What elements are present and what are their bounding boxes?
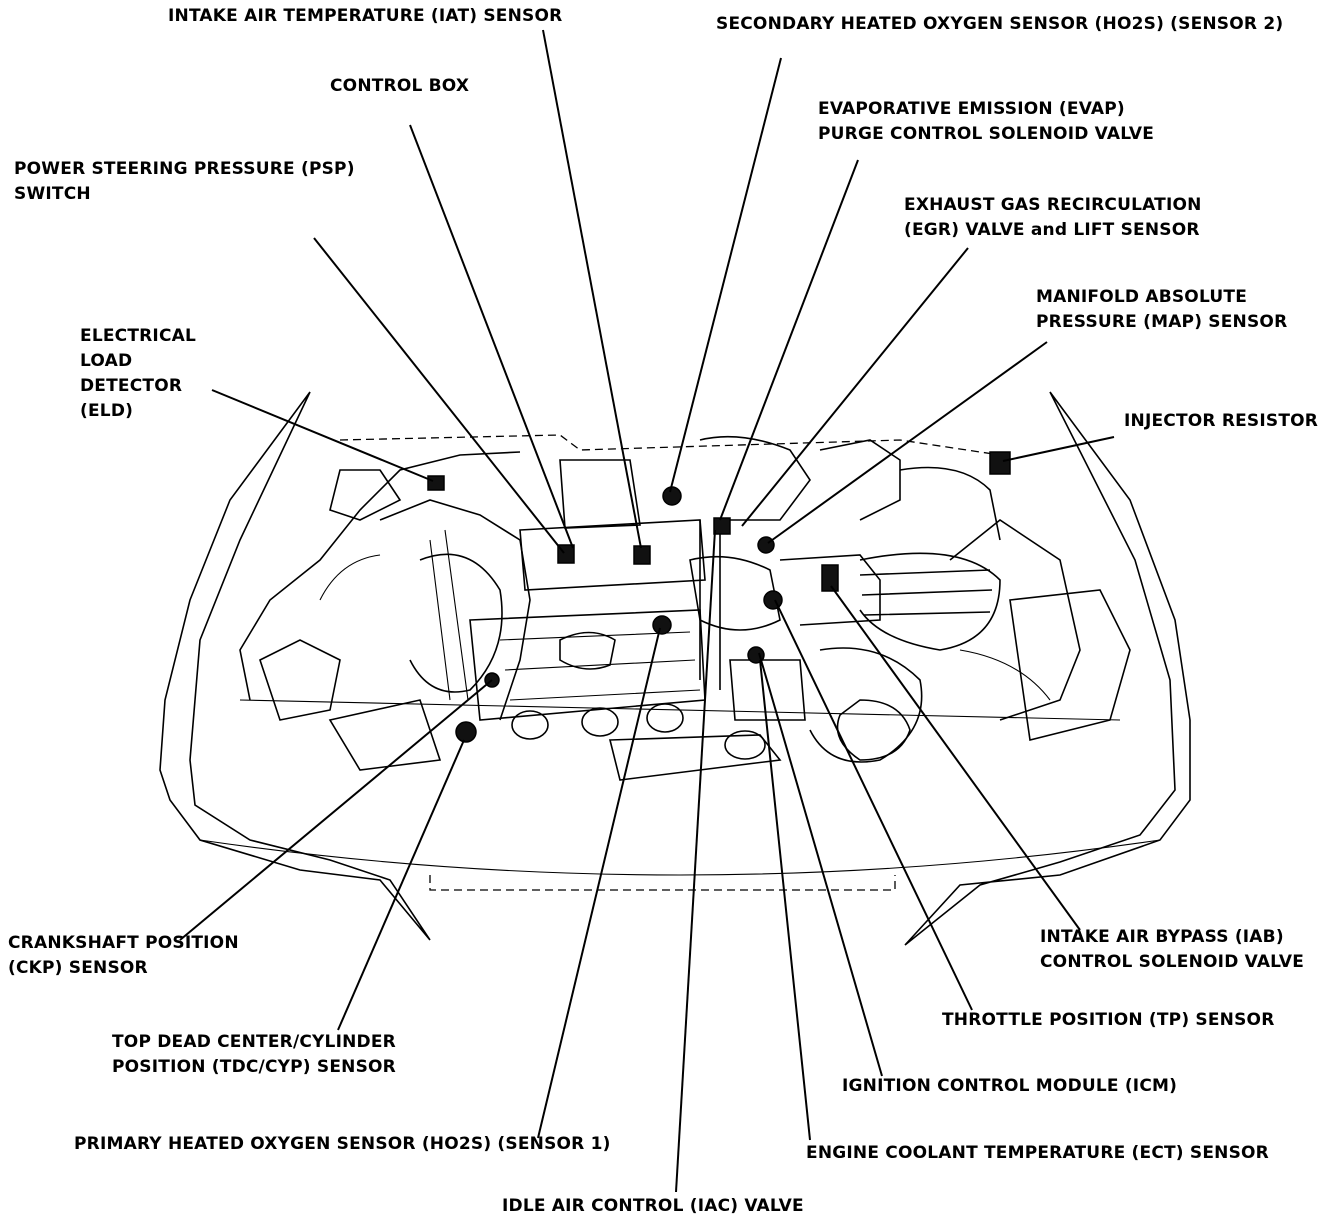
control-box-leader [409, 124, 574, 549]
leader-lines [179, 29, 1115, 1193]
tdc-cyp-sensor-label: TOP DEAD CENTER/CYLINDER POSITION (TDC/C… [112, 1032, 396, 1077]
map-part-icon [821, 564, 839, 592]
map-leader [767, 341, 1048, 544]
iab-solenoid-label: INTAKE AIR BYPASS (IAB) CONTROL SOLENOID… [1040, 927, 1305, 972]
ho2s2-part-icon [662, 486, 682, 506]
iat-part-icon [633, 545, 651, 565]
hood-outline [159, 391, 1191, 946]
ho2s1-part-icon [652, 615, 672, 635]
primary-ho2s-label: PRIMARY HEATED OXYGEN SENSOR (HO2S) (SEN… [74, 1134, 611, 1154]
control-box-label: CONTROL BOX [330, 76, 470, 96]
engine-block [239, 434, 1131, 781]
tp-part-icon [763, 590, 783, 610]
tp-sensor-label: THROTTLE POSITION (TP) SENSOR [942, 1010, 1275, 1030]
eld-part-icon [427, 475, 445, 491]
icm-label: IGNITION CONTROL MODULE (ICM) [842, 1076, 1178, 1096]
iat-sensor-label: INTAKE AIR TEMPERATURE (IAT) SENSOR [168, 6, 563, 26]
tp-leader [774, 599, 973, 1011]
injector-resistor-label: INJECTOR RESISTOR [1124, 411, 1319, 431]
eld-leader [211, 389, 434, 482]
eld-label: ELECTRICAL LOAD DETECTOR (ELD) [80, 326, 197, 421]
injector-leader [1002, 436, 1115, 462]
iac-valve-label: IDLE AIR CONTROL (IAC) VALVE [502, 1196, 804, 1216]
evap-purge-valve-label: EVAPORATIVE EMISSION (EVAP) PURGE CONTRO… [818, 99, 1155, 144]
component-markers [427, 451, 1011, 743]
evap-leader [719, 159, 859, 521]
egr-valve-label: EXHAUST GAS RECIRCULATION (EGR) VALVE an… [904, 195, 1202, 240]
iat-leader [542, 29, 642, 549]
map-sensor-label: MANIFOLD ABSOLUTE PRESSURE (MAP) SENSOR [1036, 287, 1288, 332]
ckp-leader [179, 679, 493, 941]
injector-resistor-part-icon [989, 451, 1011, 475]
evap-part-icon [713, 517, 731, 535]
secondary-ho2s-label: SECONDARY HEATED OXYGEN SENSOR (HO2S) (S… [716, 14, 1284, 34]
psp-switch-label: POWER STEERING PRESSURE (PSP) SWITCH [14, 159, 355, 204]
ckp-sensor-label: CRANKSHAFT POSITION (CKP) SENSOR [8, 933, 239, 978]
ect-sensor-label: ENGINE COOLANT TEMPERATURE (ECT) SENSOR [806, 1143, 1269, 1163]
tdc-leader [337, 739, 465, 1031]
ect-leader [759, 659, 811, 1141]
egr-leader [741, 247, 969, 527]
iab-leader [830, 585, 1081, 931]
tdc-part-icon [455, 721, 477, 743]
ho2s1-leader [537, 627, 661, 1139]
psp-leader [313, 237, 565, 554]
ho2s2-leader [669, 57, 782, 493]
icm-leader [758, 652, 883, 1077]
iac-leader [675, 529, 716, 1193]
